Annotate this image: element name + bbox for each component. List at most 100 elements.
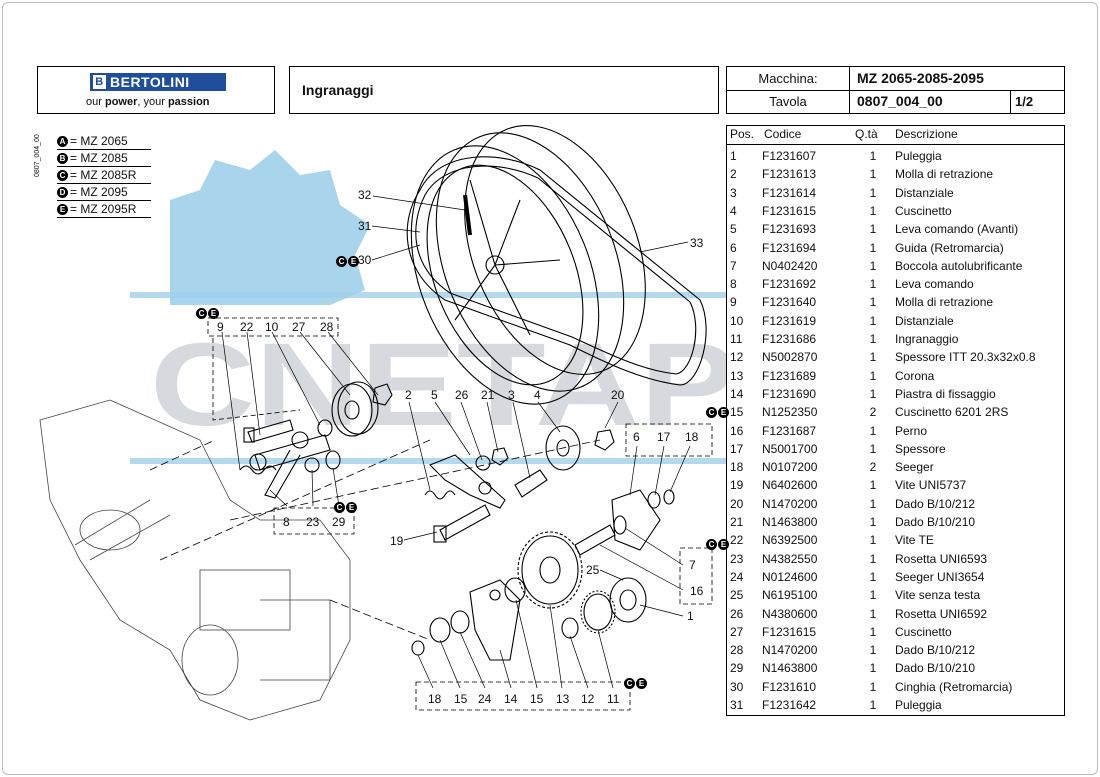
cell-qty: 1: [869, 588, 877, 603]
callout-b18: 18: [428, 692, 442, 706]
legend-item: B= MZ 2085: [57, 150, 151, 167]
cell-pos: 7: [730, 258, 737, 273]
callout-n23: 23: [306, 515, 320, 529]
cell-pos: 28: [730, 643, 744, 658]
cell-qty: 1: [869, 679, 877, 694]
cell-desc: Molla di retrazione: [895, 167, 994, 182]
cell-code: F1231615: [762, 624, 817, 639]
cell-qty: 1: [869, 551, 877, 566]
cell-code: N1470200: [762, 496, 818, 511]
spring-9: [239, 465, 277, 475]
cell-pos: 4: [730, 203, 737, 218]
cell-qty: 1: [869, 478, 877, 493]
cell-code: F1231694: [762, 240, 817, 255]
cell-desc: Puleggia: [895, 698, 942, 712]
cell-pos: 16: [730, 423, 744, 438]
cell-desc: Cuscinetto: [895, 624, 952, 639]
callout-n16: 16: [690, 584, 704, 598]
cell-pos: 23: [730, 551, 744, 566]
bolt-19: [433, 504, 491, 543]
callout-b11: 11: [607, 692, 620, 706]
watermark-gear-left: [170, 150, 370, 305]
cell-pos: 24: [730, 569, 744, 584]
logo-box: B BERTOLINI our power, your passion: [37, 66, 275, 114]
cell-qty: 1: [869, 277, 877, 292]
callout-n21: 21: [481, 388, 495, 402]
cell-qty: 1: [869, 149, 877, 163]
title-box: Ingranaggi: [289, 66, 719, 114]
legend-text: = MZ 2095: [70, 185, 128, 199]
variant-badge-icon: C: [336, 256, 347, 267]
callout-b15: 15: [454, 692, 468, 706]
callout-n19: 19: [390, 534, 404, 548]
tagline: our power, your passion: [86, 96, 210, 108]
machine-label: Macchina:: [727, 67, 850, 90]
washer-26: [475, 455, 491, 471]
callout-b24: 24: [478, 692, 492, 706]
variant-badge-icon: C: [706, 539, 717, 550]
cell-code: F1231687: [762, 423, 817, 438]
cell-pos: 8: [730, 277, 737, 292]
cell-qty: 1: [869, 203, 877, 218]
callout-b12: 12: [581, 692, 595, 706]
model-legend: A= MZ 2065 B= MZ 2085 C= MZ 2085R D= MZ …: [57, 133, 151, 218]
pin-16: [574, 515, 627, 556]
callout-n29: 29: [332, 515, 346, 529]
cell-desc: Leva comando: [895, 277, 974, 292]
machine-value: MZ 2065-2085-2095: [857, 70, 984, 86]
cell-qty: 2: [869, 460, 877, 475]
cell-code: F1231613: [762, 167, 817, 182]
cell-desc: Dado B/10/210: [895, 661, 976, 676]
cell-pos: 3: [730, 185, 737, 200]
tension-lever-8: [249, 431, 331, 499]
cell-code: F1231642: [762, 698, 817, 712]
cell-code: F1231689: [762, 368, 817, 383]
variant-badge-icon: E: [348, 256, 359, 267]
cell-desc: Dado B/10/212: [895, 496, 976, 511]
callout-n28: 28: [320, 320, 334, 334]
cell-code: N5001700: [762, 441, 818, 456]
cell-pos: 25: [730, 588, 744, 603]
callout-n27: 27: [292, 320, 306, 334]
legend-item: C= MZ 2085R: [57, 167, 151, 184]
cell-code: N1463800: [762, 515, 818, 529]
cell-qty: 1: [869, 368, 877, 383]
nut-20: [594, 429, 615, 451]
cell-qty: 1: [869, 441, 877, 456]
cell-code: N5002870: [762, 350, 818, 365]
cell-qty: 1: [869, 423, 877, 438]
cell-code: F1231615: [762, 203, 817, 218]
guide-6: [611, 489, 661, 551]
table-value: 0807_004_00: [857, 93, 943, 109]
cell-code: N4380600: [762, 606, 818, 621]
brand-mark-icon: B: [93, 75, 106, 89]
callout-n1: 1: [687, 609, 694, 623]
cell-desc: Ingranaggio: [895, 332, 959, 346]
cell-desc: Corona: [895, 368, 935, 383]
cell-code: N0107200: [762, 460, 818, 475]
cell-pos: 1: [730, 149, 737, 163]
crown-13: [517, 531, 583, 609]
callout-n10: 10: [265, 320, 279, 334]
callout-n25: 25: [586, 563, 600, 577]
header-qty: Q.tà: [855, 127, 878, 141]
cell-desc: Seeger UNI3654: [895, 569, 985, 584]
